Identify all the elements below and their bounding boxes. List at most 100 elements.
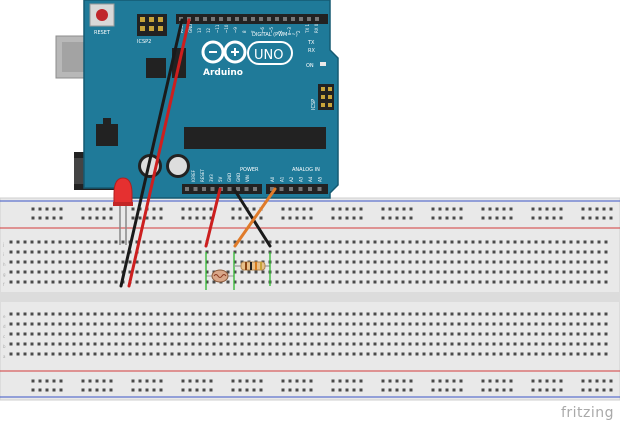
power-pin-label: GND <box>227 173 232 182</box>
breadboard-hole <box>534 270 538 274</box>
breadboard-hole <box>317 270 321 274</box>
rail-hole <box>231 216 235 220</box>
rail-hole <box>495 388 499 392</box>
breadboard-hole <box>450 342 454 346</box>
breadboard-hole <box>233 270 237 274</box>
breadboard-hole <box>219 240 223 244</box>
breadboard-hole <box>408 332 412 336</box>
breadboard-hole <box>107 270 111 274</box>
rail-hole <box>202 207 206 211</box>
breadboard-hole <box>492 352 496 356</box>
breadboard-hole <box>247 342 251 346</box>
row-label: i <box>3 252 4 257</box>
breadboard-hole <box>268 312 272 316</box>
breadboard-hole <box>198 342 202 346</box>
breadboard-hole <box>576 352 580 356</box>
breadboard-hole <box>366 280 370 284</box>
analog-header <box>266 184 328 194</box>
breadboard-hole <box>37 332 41 336</box>
breadboard-hole <box>212 342 216 346</box>
breadboard-hole <box>520 250 524 254</box>
breadboard-hole <box>569 352 573 356</box>
breadboard-hole <box>534 312 538 316</box>
breadboard-hole <box>478 260 482 264</box>
breadboard-hole <box>275 280 279 284</box>
rail-hole <box>502 216 506 220</box>
rail-hole <box>231 379 235 383</box>
breadboard-hole <box>191 250 195 254</box>
wire-black-gnd-to-breadboard <box>119 18 184 288</box>
breadboard-hole <box>471 270 475 274</box>
breadboard-hole <box>415 332 419 336</box>
breadboard-hole <box>555 280 559 284</box>
rx-label: RX <box>308 48 315 54</box>
breadboard-hole <box>422 280 426 284</box>
breadboard-hole <box>576 240 580 244</box>
breadboard-hole <box>275 352 279 356</box>
breadboard-hole <box>156 312 160 316</box>
breadboard-hole <box>65 322 69 326</box>
breadboard-hole <box>30 322 34 326</box>
breadboard-hole <box>107 312 111 316</box>
rail-hole <box>238 216 242 220</box>
digital-pin-hole <box>275 17 279 21</box>
breadboard-hole <box>289 312 293 316</box>
breadboard-hole <box>121 322 125 326</box>
icsp-pin <box>328 87 332 91</box>
breadboard-hole <box>583 322 587 326</box>
breadboard-hole <box>23 342 27 346</box>
breadboard-hole <box>177 250 181 254</box>
breadboard-hole <box>366 322 370 326</box>
digital-pin-hole <box>211 17 215 21</box>
breadboard-hole <box>590 332 594 336</box>
breadboard-hole <box>198 250 202 254</box>
rail-hole <box>131 388 135 392</box>
rail-hole <box>352 379 356 383</box>
breadboard-hole <box>436 352 440 356</box>
rail-hole <box>495 379 499 383</box>
rail-hole <box>281 207 285 211</box>
breadboard-hole <box>429 240 433 244</box>
rail-hole <box>595 388 599 392</box>
breadboard-hole <box>492 280 496 284</box>
breadboard-hole <box>506 270 510 274</box>
breadboard-hole <box>296 240 300 244</box>
breadboard-hole <box>548 280 552 284</box>
breadboard-hole <box>394 352 398 356</box>
breadboard-hole <box>408 270 412 274</box>
breadboard-hole <box>359 240 363 244</box>
digital-pin-hole <box>299 17 303 21</box>
breadboard-hole <box>205 342 209 346</box>
rail-hole <box>45 388 49 392</box>
rail-hole <box>388 207 392 211</box>
rail-hole <box>302 216 306 220</box>
breadboard-hole <box>401 342 405 346</box>
breadboard-hole <box>170 270 174 274</box>
breadboard-hole <box>191 260 195 264</box>
breadboard-hole <box>422 270 426 274</box>
breadboard-hole <box>590 352 594 356</box>
breadboard-hole <box>520 352 524 356</box>
breadboard-hole <box>583 270 587 274</box>
breadboard-hole <box>443 260 447 264</box>
breadboard-hole <box>394 322 398 326</box>
breadboard-hole <box>135 270 139 274</box>
breadboard-hole <box>100 270 104 274</box>
breadboard-hole <box>275 270 279 274</box>
breadboard-hole <box>303 270 307 274</box>
breadboard-hole <box>282 342 286 346</box>
breadboard-hole <box>597 280 601 284</box>
rail-hole <box>38 207 42 211</box>
digital-pin-hole <box>259 17 263 21</box>
breadboard-hole <box>240 240 244 244</box>
breadboard-hole <box>401 240 405 244</box>
breadboard-hole <box>485 260 489 264</box>
breadboard-hole <box>499 352 503 356</box>
breadboard-hole <box>359 352 363 356</box>
rail-hole <box>409 207 413 211</box>
rail-hole <box>331 216 335 220</box>
breadboard-hole <box>226 352 230 356</box>
breadboard-hole <box>107 332 111 336</box>
breadboard-hole <box>65 332 69 336</box>
breadboard-hole <box>303 322 307 326</box>
